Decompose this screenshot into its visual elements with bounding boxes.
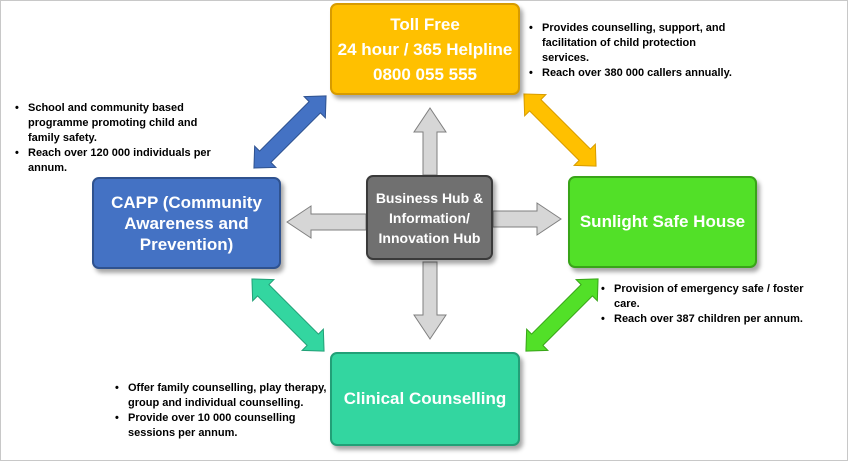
- capp-toll-arrow: [253, 95, 327, 169]
- toll-free-number: 0800 055 555: [373, 64, 477, 84]
- capp-notes: School and community based programme pro…: [14, 101, 224, 176]
- capp-note: Reach over 120 000 individuals per annum…: [14, 146, 224, 176]
- sunlight-safe-house-box: Sunlight Safe House: [568, 176, 757, 268]
- hub-line-1: Business Hub &: [375, 189, 484, 206]
- capp-note: School and community based programme pro…: [14, 101, 224, 146]
- capp-box: CAPP (Community Awareness and Prevention…: [92, 177, 281, 269]
- hub-line-2: Information/: [389, 209, 470, 226]
- capp-line-3: Prevention): [139, 234, 234, 254]
- toll-free-helpline-box: Toll Free 24 hour / 365 Helpline 0800 05…: [330, 3, 520, 95]
- clinical-counselling-box: Clinical Counselling: [330, 352, 520, 446]
- clinical-note: Offer family counselling, play therapy, …: [114, 381, 329, 411]
- toll-free-notes: Provides counselling, support, and facil…: [528, 21, 743, 81]
- hub-line-3: Innovation Hub: [378, 229, 481, 246]
- toll-free-subtitle: 24 hour / 365 Helpline: [337, 39, 513, 59]
- toll-free-note: Reach over 380 000 callers annually.: [528, 66, 743, 81]
- sunlight-clinical-arrow: [525, 278, 599, 352]
- capp-line-1: CAPP (Community: [111, 192, 262, 212]
- business-hub-box: Business Hub & Information/ Innovation H…: [366, 175, 493, 260]
- toll-sunlight-arrow: [523, 93, 597, 167]
- clinical-title: Clinical Counselling: [343, 389, 507, 408]
- clinical-note: Provide over 10 000 counselling sessions…: [114, 411, 329, 441]
- sunlight-title: Sunlight Safe House: [579, 212, 746, 231]
- sunlight-note: Provision of emergency safe / foster car…: [600, 282, 815, 312]
- hub-arrow-down: [413, 261, 447, 340]
- capp-clinical-arrow: [251, 278, 325, 352]
- sunlight-note: Reach over 387 children per annum.: [600, 312, 815, 327]
- hub-arrow-up: [413, 107, 447, 176]
- hub-arrow-left: [286, 205, 367, 239]
- hub-arrow-right: [492, 202, 562, 236]
- sunlight-notes: Provision of emergency safe / foster car…: [600, 282, 815, 327]
- clinical-notes: Offer family counselling, play therapy, …: [114, 381, 329, 441]
- toll-free-note: Provides counselling, support, and facil…: [528, 21, 743, 66]
- toll-free-title: Toll Free: [390, 14, 460, 34]
- capp-line-2: Awareness and: [124, 213, 249, 233]
